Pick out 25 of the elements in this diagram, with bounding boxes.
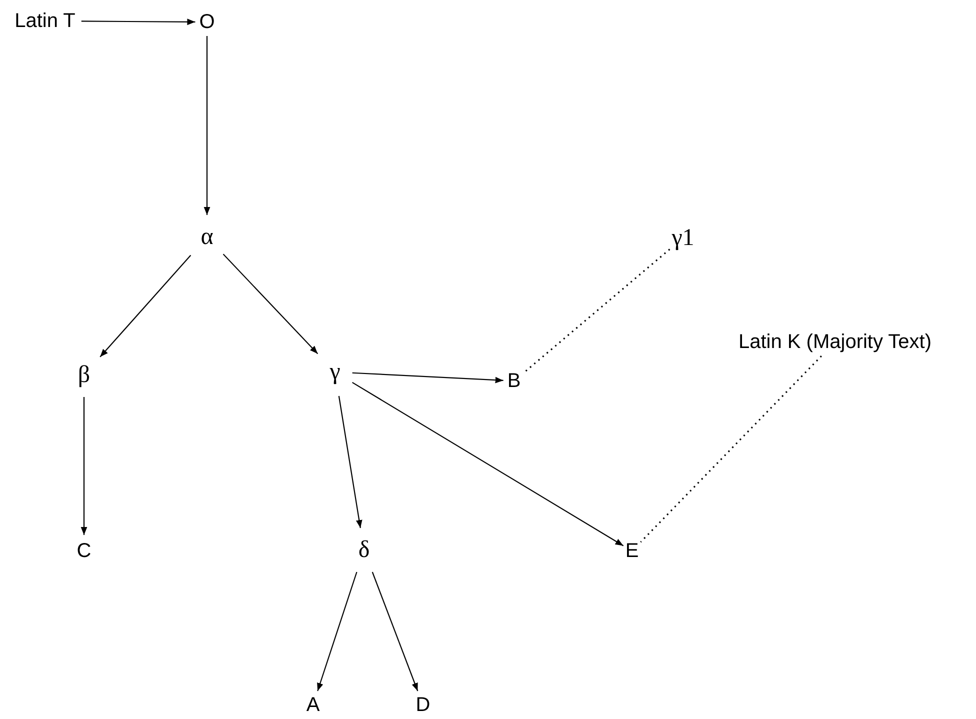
arrow bbox=[80, 397, 88, 535]
arrow bbox=[372, 572, 418, 692]
node-label: C bbox=[76, 541, 92, 561]
node-label: β bbox=[78, 363, 90, 387]
arrow bbox=[100, 254, 192, 358]
node-label: O bbox=[199, 12, 215, 32]
node-label: Latin T bbox=[14, 11, 76, 31]
node-label: D bbox=[416, 695, 430, 715]
arrow bbox=[352, 382, 624, 546]
node-label: α bbox=[200, 225, 214, 249]
arrow bbox=[222, 254, 318, 354]
node-label: E bbox=[625, 541, 639, 561]
dotted-line bbox=[524, 248, 670, 373]
arrow bbox=[81, 18, 196, 26]
node-label: B bbox=[507, 371, 521, 391]
node-label: γ bbox=[330, 360, 340, 384]
node-label: δ bbox=[358, 538, 370, 562]
arrow bbox=[338, 396, 362, 528]
dotted-line bbox=[640, 355, 822, 543]
node-label: γ1 bbox=[672, 226, 694, 250]
node-label: A bbox=[306, 695, 320, 715]
arrow bbox=[317, 572, 358, 692]
arrow bbox=[352, 372, 504, 384]
arrow bbox=[204, 36, 210, 215]
node-label: Latin K (Majority Text) bbox=[738, 332, 932, 352]
